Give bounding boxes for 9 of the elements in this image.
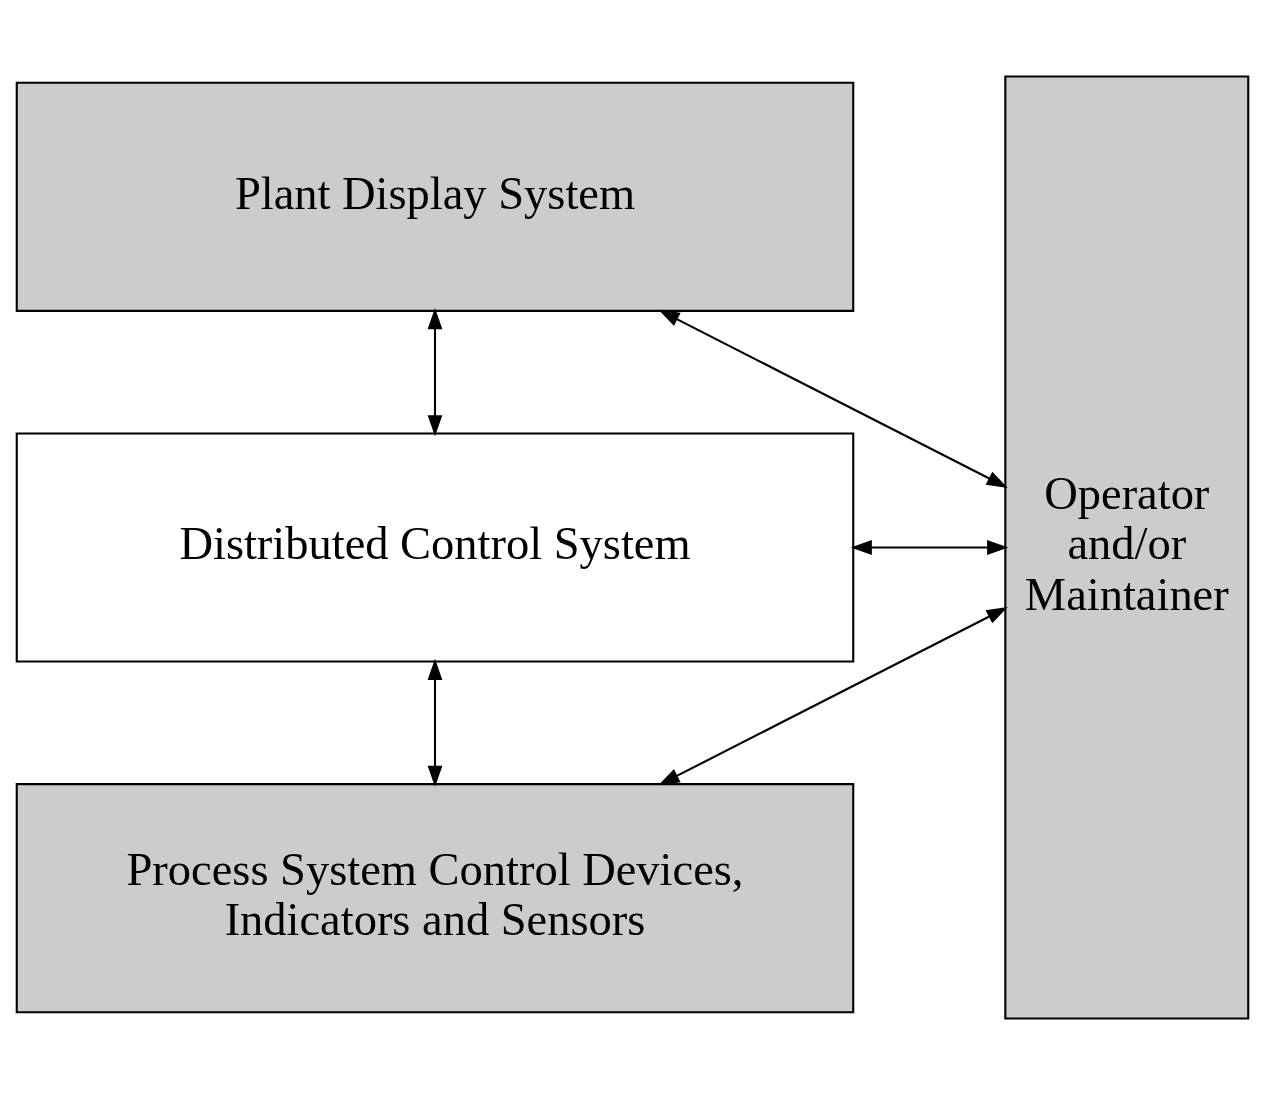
arrow xyxy=(658,309,1008,488)
arrow xyxy=(850,540,1009,555)
node-box: Operator and/or Maintainer xyxy=(1004,75,1250,1020)
node-box: Process System Control Devices, Indicators and Sensors xyxy=(15,783,855,1014)
node-box: Plant Display System xyxy=(15,81,855,312)
arrow xyxy=(658,607,1008,786)
node-box: Distributed Control System xyxy=(15,432,855,663)
arrow xyxy=(427,308,443,437)
arrow xyxy=(427,658,443,787)
